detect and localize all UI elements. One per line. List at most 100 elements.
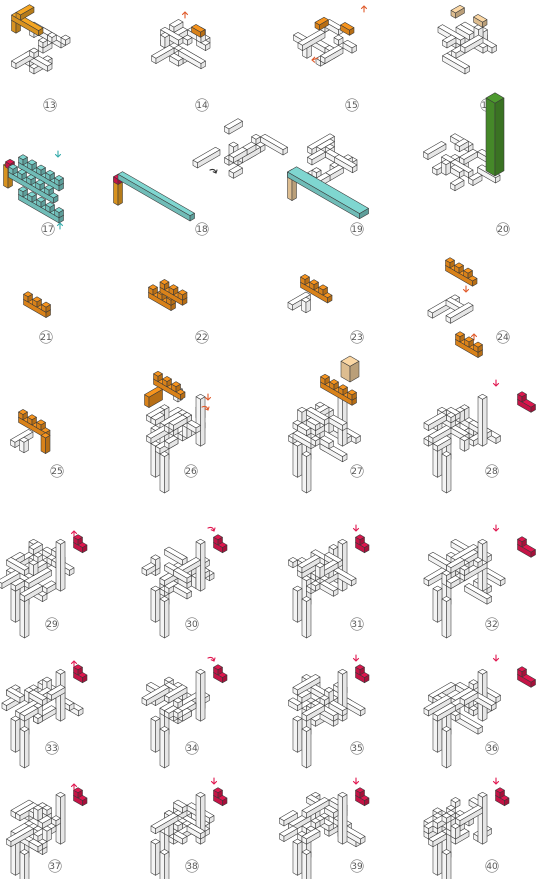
block-right-face [301,557,321,574]
block-left-face [292,718,298,753]
block-right-face [155,588,161,623]
block-right-face [495,174,501,184]
block-right-face [186,575,192,584]
step-number: 29 [46,620,58,630]
direction-arrow-icon [352,654,360,662]
step-18: 18 [113,118,288,236]
block-left-face [159,598,165,639]
step-number: 21 [40,333,51,343]
block-right-face [349,27,355,36]
block-right-face [20,6,35,21]
block-right-face [464,562,488,582]
block-right-face [477,726,483,735]
block-right-face [351,392,357,401]
step-21: 21 [23,291,53,344]
step-number: 39 [351,862,363,872]
direction-arrow-icon [492,379,500,387]
block-right-face [24,707,39,722]
block-right-face [146,687,170,706]
block-right-face [437,705,456,722]
block-right-face [155,718,161,753]
block-right-face [200,541,206,592]
block-right-face [82,797,88,807]
block-right-face [200,830,206,840]
block-right-face [450,304,474,324]
block-left-face [477,794,483,845]
direction-arrow-icon [360,5,368,13]
block-left-face [459,438,465,452]
block-right-face [82,544,88,554]
block-left-face [441,598,447,639]
step-number: 24 [497,333,509,343]
step-number-ring-icon [48,859,62,873]
step-number-ring-icon [185,859,199,873]
block-right-face [217,536,223,546]
block-left-face [195,396,201,447]
block-right-face [477,344,483,353]
block-right-face [78,707,84,717]
block-right-face [164,728,170,769]
block-right-face [306,851,312,879]
step-17: 17 [3,150,64,236]
block-right-face [349,360,360,383]
block-right-face [182,710,192,722]
block-right-face [40,167,46,176]
block-left-face [28,562,34,576]
direction-arrow-icon [470,333,478,341]
block-right-face [437,588,443,623]
block-right-face [472,174,483,186]
block-right-face [77,789,83,799]
block-left-face [19,439,25,454]
block-right-face [233,167,243,179]
block-right-face [197,149,221,169]
block-right-face [33,544,43,556]
block-right-face [45,304,51,313]
block-right-face [217,666,223,676]
step-number-ring-icon [485,464,499,478]
block-right-face [228,120,243,135]
step-number: 31 [351,620,362,630]
block-right-face [297,443,303,478]
step-number-ring-icon [195,222,209,236]
block-right-face [342,794,348,845]
block-right-face [10,828,34,848]
block-right-face [530,549,536,558]
step-number-ring-icon [350,741,364,755]
block-right-face [450,414,456,424]
step-number: 27 [351,467,362,477]
step-number: 14 [196,101,208,111]
step-23: 23 [287,274,364,344]
block-left-face [485,97,496,177]
block-right-face [482,396,488,447]
direction-arrow-icon [210,777,218,785]
block-right-face [168,687,188,704]
step-number-ring-icon [185,741,199,755]
block-right-face [69,567,75,576]
block-right-face [315,422,321,431]
step-number-ring-icon [350,222,364,236]
block-right-face [521,393,527,403]
block-right-face [40,422,46,431]
block-left-face [292,588,298,623]
block-right-face [499,789,505,799]
step-25: 25 [10,409,64,478]
block-right-face [69,702,75,712]
block-left-face [301,598,307,639]
block-right-face [187,37,193,46]
block-right-face [155,841,161,876]
step-number: 22 [196,333,207,343]
block-right-face [428,697,452,717]
block-left-face [432,588,438,623]
block-right-face [200,29,206,38]
block-right-face [446,37,457,49]
block-right-face [47,63,53,72]
block-left-face [441,572,447,587]
block-right-face [157,373,163,382]
block-right-face [49,172,55,181]
block-right-face [333,381,339,391]
block-left-face [19,728,25,769]
steps-layer: 1314151617181920212223242526272829303132… [0,4,536,879]
step-number-ring-icon [485,741,499,755]
block-right-face [37,843,43,853]
